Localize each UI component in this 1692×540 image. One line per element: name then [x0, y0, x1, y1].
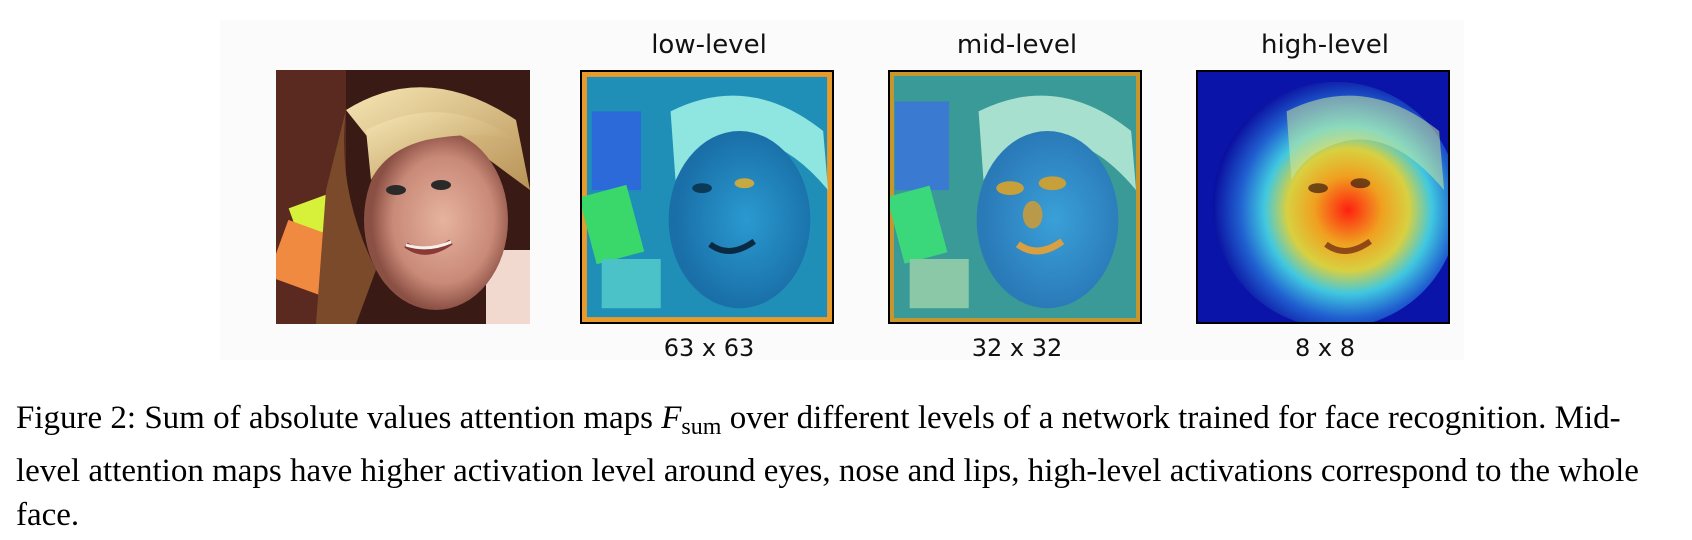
attention-map-low — [580, 70, 834, 324]
caption-lead: Figure 2: Sum of absolute values attenti… — [16, 400, 662, 436]
panel-high-level: high-level 8 x 8 — [1196, 30, 1454, 362]
caption-symbol-letter: F — [661, 400, 682, 436]
resolution-label-high: 8 x 8 — [1295, 334, 1355, 362]
attention-map-high — [1196, 70, 1450, 324]
panel-title-mid: mid-level — [956, 30, 1078, 60]
resolution-label-mid: 32 x 32 — [971, 334, 1063, 362]
caption-symbol: Fsum — [661, 400, 721, 440]
caption-rest: over different levels of a network train… — [16, 400, 1639, 533]
panel-mid-level: mid-level 32 x 32 — [888, 30, 1146, 362]
panel-low-level: low-level 63 x 63 — [580, 30, 838, 362]
face-photo — [276, 70, 530, 324]
panel-original — [276, 30, 534, 340]
resolution-label-low: 63 x 63 — [663, 334, 755, 362]
panel-title-low: low-level — [651, 30, 767, 60]
figure-caption: Figure 2: Sum of absolute values attenti… — [16, 396, 1676, 537]
attention-map-mid — [888, 70, 1142, 324]
caption-symbol-subscript: sum — [681, 414, 722, 440]
panel-title-high: high-level — [1261, 30, 1389, 60]
